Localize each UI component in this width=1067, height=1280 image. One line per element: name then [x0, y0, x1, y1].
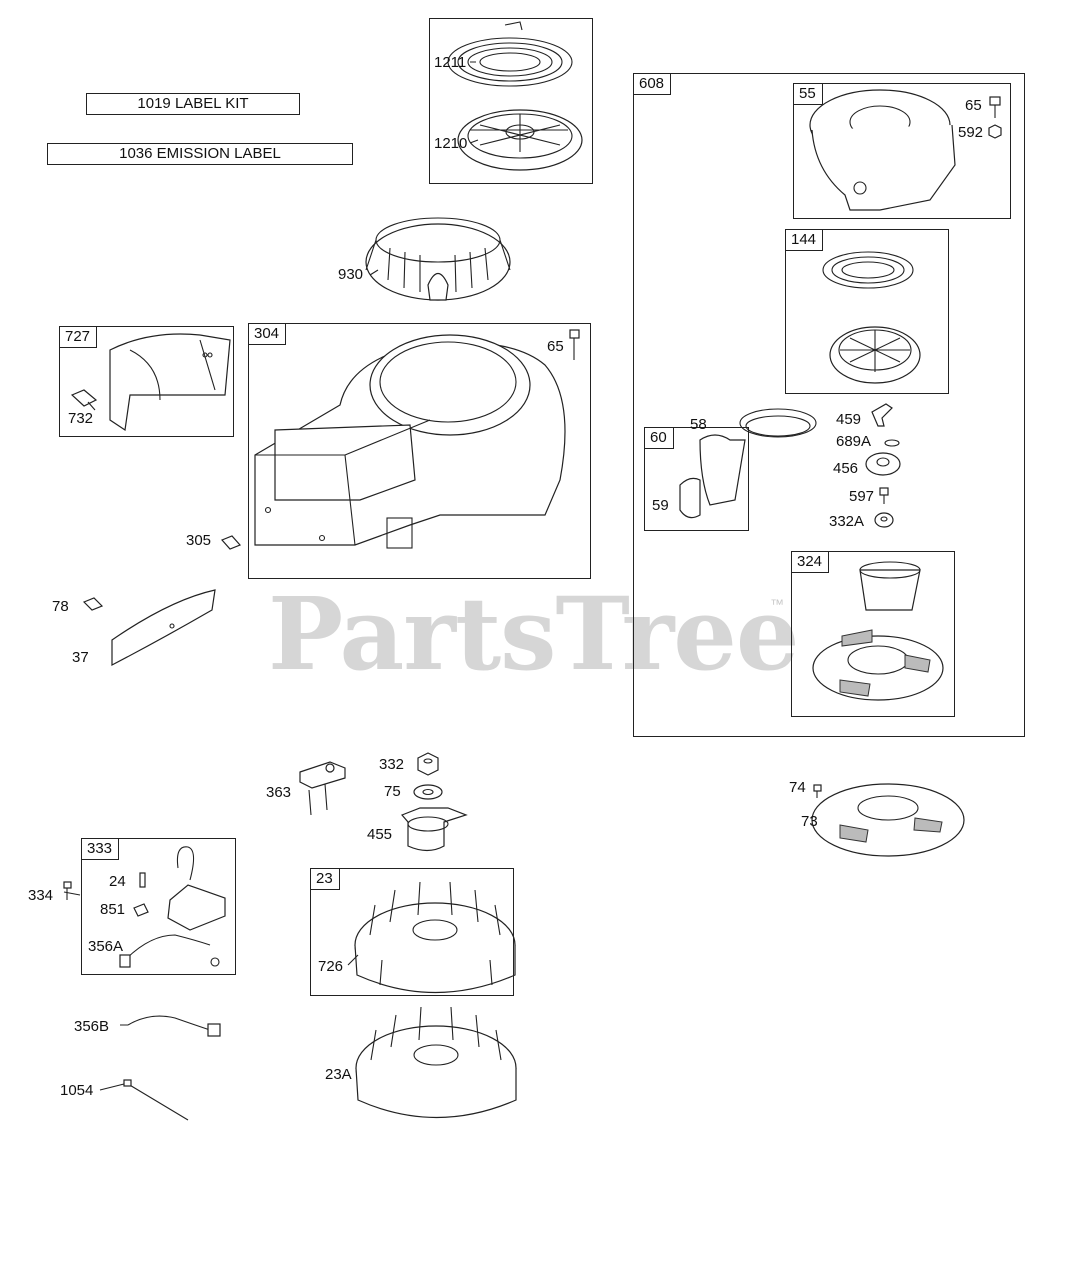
part-label-1211: 1211	[434, 54, 467, 71]
part-label-930: 930	[338, 266, 364, 283]
part-label-73: 73	[801, 813, 818, 830]
baffle-icon	[111, 589, 216, 666]
part-label-24: 24	[109, 873, 126, 890]
label-kit-box: 1019 LABEL KIT	[86, 93, 300, 115]
blower-housing-icon	[254, 334, 566, 549]
friction-spring-icon	[739, 408, 817, 438]
bolt-icon-305	[220, 535, 242, 550]
part-label-455: 455	[367, 826, 393, 843]
dog-icon-459	[871, 403, 893, 427]
part-label-732: 732	[68, 410, 94, 427]
group-tag-304: 304	[249, 324, 287, 345]
group-tag-608: 608	[634, 74, 672, 95]
bolt-icon-334	[63, 881, 72, 900]
group-tag-23: 23	[311, 869, 340, 890]
group-tag-324: 324	[792, 552, 830, 573]
part-label-58: 58	[690, 416, 707, 433]
group-box-144: 144	[785, 229, 949, 394]
cup-icon-73	[811, 783, 965, 857]
part-label-65-top: 65	[965, 97, 982, 114]
group-tag-727: 727	[60, 327, 98, 348]
flywheel-icon	[354, 881, 516, 993]
clip-icon-851	[133, 903, 149, 917]
bolt-icon-732	[70, 389, 98, 411]
part-label-332A: 332A	[829, 513, 865, 530]
group-tag-144: 144	[786, 230, 824, 251]
part-label-459: 459	[836, 411, 862, 428]
pin-icon-24	[139, 872, 146, 888]
flywheel-icon-23a	[355, 1006, 517, 1118]
group-box-60: 60	[644, 427, 749, 531]
nut-icon-592	[988, 124, 1002, 139]
part-label-356A: 356A	[88, 938, 124, 955]
bolt-icon-65-top	[989, 96, 1001, 118]
group-tag-60: 60	[645, 428, 674, 449]
part-label-74: 74	[789, 779, 806, 796]
bolt-icon-78	[82, 597, 104, 611]
nut-icon-332A	[874, 512, 894, 528]
bracket-icon	[299, 761, 346, 816]
handle-icon	[679, 434, 746, 519]
clip-icon-689A	[884, 439, 900, 447]
part-label-1210: 1210	[434, 135, 468, 152]
watermark-text: PartsTree	[268, 575, 800, 693]
part-label-59: 59	[652, 497, 669, 514]
emission-label-box: 1036 EMISSION LABEL	[47, 143, 353, 165]
part-label-1054: 1054	[60, 1082, 94, 1099]
screen-icon	[365, 217, 511, 301]
group-box-333: 333	[81, 838, 236, 975]
part-label-592: 592	[958, 124, 984, 141]
cable-tie-icon	[123, 1079, 189, 1121]
part-label-75: 75	[384, 783, 401, 800]
nut-icon-332	[417, 752, 439, 776]
group-box-608: 608	[633, 73, 1025, 737]
group-box-23: 23	[310, 868, 514, 996]
pulley-icon	[457, 109, 583, 171]
part-label-597: 597	[849, 488, 875, 505]
part-label-726: 726	[318, 958, 344, 975]
part-label-332: 332	[379, 756, 405, 773]
group-tag-55: 55	[794, 84, 823, 105]
part-label-851: 851	[100, 901, 126, 918]
part-label-456: 456	[833, 460, 859, 477]
bolt-icon-65-housing	[569, 329, 580, 360]
starter-cup-icon	[812, 561, 944, 701]
screw-icon-597	[879, 487, 889, 504]
shroud-icon	[109, 333, 231, 432]
ignition-coil-icon	[119, 846, 226, 968]
retainer-icon-456	[865, 452, 901, 476]
part-label-363: 363	[266, 784, 292, 801]
part-label-356B: 356B	[74, 1018, 110, 1035]
group-box-55: 55	[793, 83, 1011, 219]
group-box-304: 304	[248, 323, 591, 579]
part-label-334: 334	[28, 887, 54, 904]
washer-icon-75	[413, 784, 443, 800]
group-tag-333: 333	[82, 839, 120, 860]
group-box-1210-1211	[429, 18, 593, 184]
starter-housing-icon	[809, 89, 956, 211]
ring-icon-455	[400, 807, 468, 852]
group-box-324: 324	[791, 551, 955, 717]
part-label-65-housing: 65	[547, 338, 564, 355]
starter-spring-pulley-icon	[822, 251, 921, 384]
part-label-689A: 689A	[836, 433, 872, 450]
part-label-23A: 23A	[325, 1066, 352, 1083]
group-box-727: 727	[59, 326, 234, 437]
wire-icon	[127, 1015, 221, 1037]
bolt-icon-74	[813, 784, 822, 798]
part-label-78: 78	[52, 598, 69, 615]
part-label-305: 305	[186, 532, 212, 549]
trademark-mark: ™	[770, 596, 784, 612]
part-label-37: 37	[72, 649, 89, 666]
rewind-spring-icon	[447, 21, 573, 87]
